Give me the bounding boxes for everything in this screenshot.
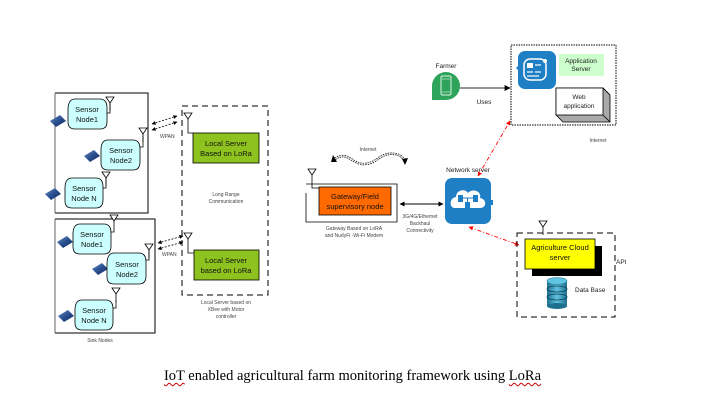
gateway[interactable]: Gateway/Field supervisory node Gateway B…	[305, 168, 398, 239]
web-application[interactable]: Web application	[555, 87, 611, 123]
sensor-node-label: Sensor	[115, 260, 139, 269]
internet-label: Internet	[590, 138, 608, 144]
sensor-node-n[interactable]: Sensor Node N	[58, 287, 121, 331]
application-server-label-bg	[559, 54, 604, 76]
application-server-container: Application Server Web application Inter…	[510, 44, 617, 144]
backhaul-label: Backhaul	[410, 221, 431, 227]
long-range-label: Communication	[209, 199, 244, 205]
local-server-label: Based on LoRa	[200, 149, 253, 158]
local-server-2[interactable]: Local Server based on LoRa	[193, 249, 260, 281]
local-server-caption: controller	[216, 314, 237, 320]
sensor-node-1[interactable]: Sensor Node1	[50, 96, 115, 130]
gateway-label: supervisory node	[326, 202, 383, 211]
antenna-icon	[183, 232, 193, 248]
sensor-node-label: Sensor	[109, 146, 133, 155]
network-server-label: Network server	[446, 167, 491, 174]
cloud-container: Agriculture Cloud server Data Base API	[516, 220, 627, 318]
solar-panel-icon	[50, 115, 66, 127]
gateway-label: Gateway/Field	[331, 192, 379, 201]
sink-nodes-label: Sink Nodes	[87, 338, 113, 344]
sensor-node-label: Node1	[81, 240, 103, 249]
application-server[interactable]: Application Server	[516, 51, 604, 89]
internet-label: Internet	[360, 147, 378, 153]
application-server-label: Application	[565, 58, 597, 65]
sensor-node-1[interactable]: Sensor Node1	[57, 223, 115, 255]
backhaul-label: Connectivity	[406, 228, 434, 234]
internet-link: Internet	[331, 147, 408, 166]
database[interactable]: Data Base	[546, 277, 606, 310]
agriculture-cloud-server[interactable]: Agriculture Cloud server	[524, 238, 596, 270]
sensor-node-label: Node N	[81, 316, 106, 325]
sensor-node-label: Node1	[76, 115, 98, 124]
local-server-1[interactable]: Local Server Based on LoRa	[192, 132, 260, 164]
cloud-server-label: Agriculture Cloud	[531, 243, 589, 252]
solar-panel-icon	[92, 263, 108, 275]
sensor-group-2: Sensor Node1 Sensor Node2 Sensor Node N …	[54, 214, 184, 344]
solar-panel-icon	[57, 236, 73, 248]
sensor-node-label: Sensor	[80, 230, 104, 239]
farmer[interactable]: Farmer	[432, 63, 460, 100]
sensor-node-2[interactable]: Sensor Node2	[84, 127, 148, 171]
solar-panel-icon	[45, 188, 61, 200]
long-range-label: Long Range	[212, 192, 239, 198]
antenna-icon	[111, 287, 121, 303]
sensor-node-label: Node N	[71, 194, 96, 203]
sensor-node-label: Sensor	[82, 306, 106, 315]
sensor-node-n[interactable]: Sensor Node N	[45, 171, 111, 209]
gateway-caption: and NudyFi -Wi-Fi Modem	[325, 233, 383, 239]
antenna-icon	[144, 243, 154, 259]
caption-middle: enabled agricultural farm monitoring fra…	[184, 368, 509, 384]
figure-caption: IoT enabled agricultural farm monitoring…	[0, 368, 705, 385]
uses-link: Uses	[460, 85, 511, 106]
solar-panel-icon	[58, 310, 74, 322]
wpan-label: WPAN	[160, 134, 175, 140]
web-application-label: application	[563, 103, 594, 110]
cloud-server-label: server	[550, 253, 571, 262]
sensor-node-label: Sensor	[72, 184, 96, 193]
database-label: Data Base	[575, 287, 606, 294]
wpan-link-2: WPAN	[157, 235, 184, 258]
local-server-label: Local Server	[205, 256, 248, 265]
wpan-link-1: WPAN	[151, 115, 178, 140]
antenna-icon	[101, 171, 111, 187]
antenna-icon	[183, 112, 193, 128]
web-application-label: Web	[572, 94, 586, 101]
backhaul-link: 3G/4G/Ethernet Backhaul Connectivity	[399, 201, 444, 234]
backhaul-label: 3G/4G/Ethernet	[402, 214, 438, 220]
phone-icon	[432, 72, 460, 100]
sensor-node-2[interactable]: Sensor Node2	[92, 243, 154, 285]
local-server-container: Local Server Based on LoRa Long Range Co…	[181, 105, 269, 320]
caption-iot: IoT	[163, 368, 185, 384]
local-server-caption: Local Server based on	[201, 300, 251, 306]
application-server-label: Server	[571, 66, 591, 73]
sensor-node-label: Node2	[116, 270, 138, 279]
antenna-icon	[109, 214, 119, 230]
antenna-icon	[138, 127, 148, 143]
local-server-caption: XBee with Motor	[208, 307, 245, 313]
red-dashed-links	[468, 120, 520, 246]
gateway-caption: Gateway Based on LoRA	[326, 226, 383, 232]
uses-label: Uses	[477, 99, 493, 106]
api-label: API	[616, 259, 627, 266]
network-server[interactable]: Network server	[445, 167, 493, 224]
wpan-label: WPAN	[162, 252, 177, 258]
sensor-node-label: Sensor	[75, 105, 99, 114]
sensor-node-label: Node2	[110, 156, 132, 165]
farmer-label: Farmer	[436, 63, 458, 70]
caption-lora: LoRa	[508, 368, 542, 384]
antenna-icon	[307, 168, 317, 184]
local-server-label: based on LoRa	[201, 266, 253, 275]
sensor-group-1: Sensor Node1 Sensor Node2 Sensor Node N …	[45, 92, 178, 214]
solar-panel-icon	[84, 150, 100, 162]
local-server-label: Local Server	[205, 139, 248, 148]
